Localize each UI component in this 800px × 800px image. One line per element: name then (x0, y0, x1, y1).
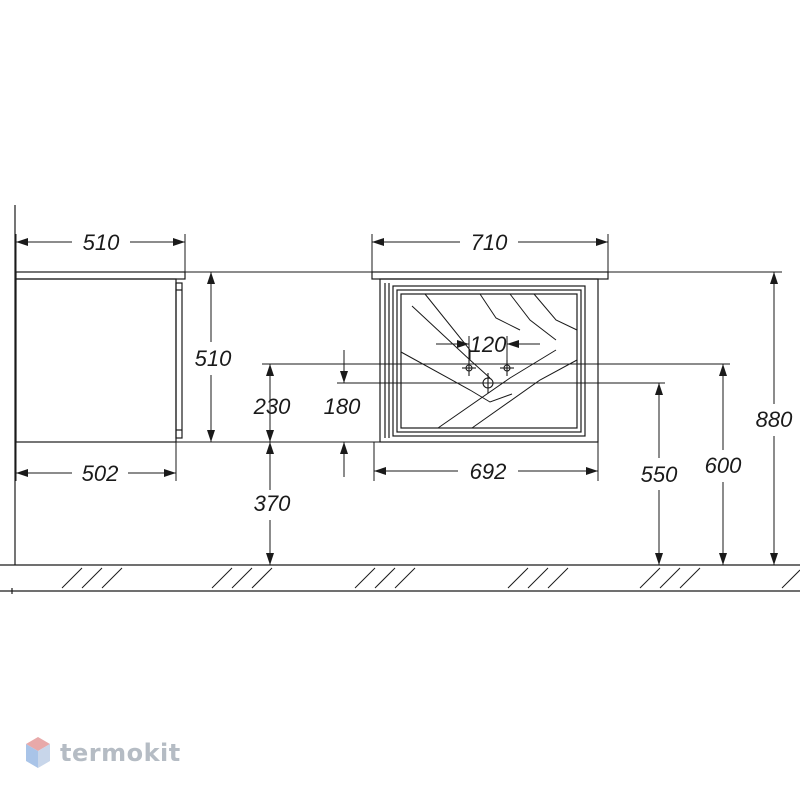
door-frame-mid (396, 289, 582, 433)
side-view-cabinet (15, 271, 186, 443)
termokit-logo: termokit (24, 735, 181, 771)
logo-text: termokit (60, 739, 181, 767)
dimension-lines (16, 238, 778, 565)
dim-880: 880 (756, 407, 793, 432)
dim-front-top-width: 710 (471, 230, 508, 255)
front-countertop (371, 271, 609, 280)
extension-lines (15, 234, 782, 481)
door-pattern (400, 293, 578, 429)
front-body (379, 278, 599, 443)
dim-tap-spacing: 120 (470, 332, 507, 357)
front-view-cabinet (371, 271, 609, 443)
side-front-panel (175, 282, 183, 439)
floor-hatching (61, 567, 800, 589)
dim-side-height: 510 (195, 346, 232, 371)
side-countertop (15, 271, 186, 280)
dim-230: 230 (253, 394, 291, 419)
door-frame-outer (392, 285, 586, 437)
cube-logo-icon (26, 737, 50, 768)
floor (0, 564, 800, 594)
dim-600: 600 (705, 453, 742, 478)
side-body (15, 278, 177, 443)
dim-550: 550 (641, 462, 678, 487)
tap-symbols (462, 360, 514, 393)
dim-180: 180 (324, 394, 361, 419)
dim-front-bottom-width: 692 (470, 459, 507, 484)
dim-side-top-width: 510 (83, 230, 120, 255)
door-panel (400, 293, 578, 429)
dim-side-bottom-width: 502 (82, 461, 119, 486)
dim-370: 370 (254, 491, 291, 516)
